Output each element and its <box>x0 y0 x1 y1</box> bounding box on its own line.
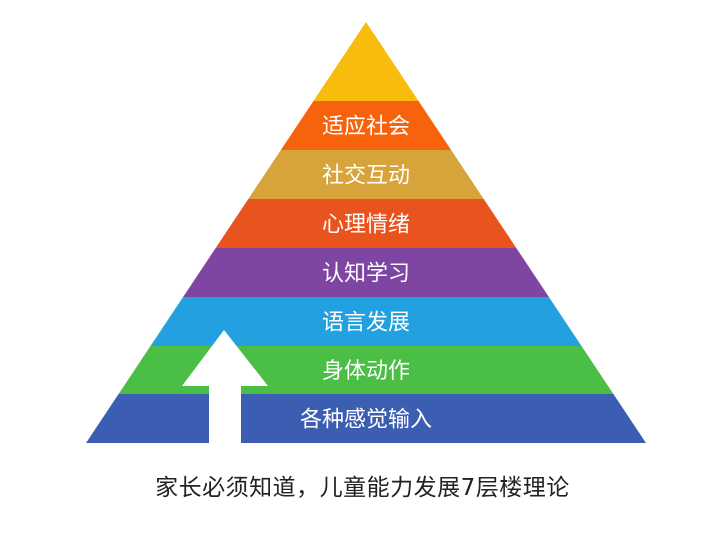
pyramid-layer <box>150 297 582 346</box>
pyramid-layer-label: 语言发展 <box>322 311 410 336</box>
pyramid-apex <box>313 22 419 101</box>
pyramid-layer-label: 认知学习 <box>322 262 410 287</box>
pyramid-layer-label: 社交互动 <box>322 164 410 189</box>
pyramid-layer-label: 心理情绪 <box>322 213 410 238</box>
pyramid-layer <box>215 199 517 248</box>
pyramid-layer-label: 身体动作 <box>322 359 410 384</box>
pyramid-layer <box>183 248 549 297</box>
diagram-caption: 家长必须知道，儿童能力发展7层楼理论 <box>155 475 570 501</box>
pyramid-layer-label: 各种感觉输入 <box>300 408 432 433</box>
pyramid-layer <box>280 101 452 150</box>
pyramid-layer <box>248 150 484 199</box>
pyramid-layer-label: 适应社会 <box>322 115 410 140</box>
up-arrow-icon <box>182 330 268 443</box>
